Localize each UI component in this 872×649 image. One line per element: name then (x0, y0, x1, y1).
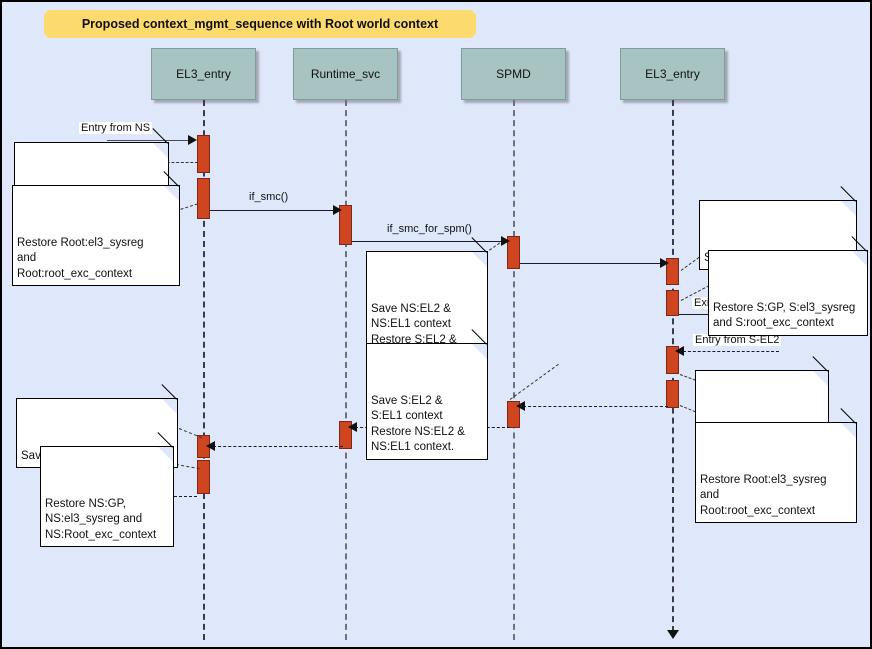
participant-el3-entry-ns[interactable]: EL3_entry (151, 48, 256, 100)
arrowhead-icon (188, 135, 197, 145)
participant-label: SPMD (496, 67, 531, 81)
note-text: Restore Root:el3_sysreg and Root:root_ex… (700, 473, 827, 517)
message-label-if-smc-for-spm: if_smc_for_spm() (387, 223, 472, 235)
diagram-title-banner: Proposed context_mgmt_sequence with Root… (44, 10, 476, 38)
note-fold-line (152, 128, 168, 144)
note-fold-icon (158, 447, 173, 462)
activation-bar (339, 205, 352, 245)
message-label-entry-from-s-el2: Entry from S-EL2 (693, 334, 782, 346)
participant-runtime-svc[interactable]: Runtime_svc (293, 48, 398, 100)
activation-bar (197, 178, 210, 219)
note-fold-line (812, 356, 828, 372)
message-line-entry-from-ns (107, 140, 194, 141)
note-restore-s-gp: Restore S:GP, S:el3_sysreg and S:root_ex… (708, 236, 868, 336)
participant-label: Runtime_svc (310, 67, 381, 81)
activation-bar (507, 236, 520, 269)
diagram-title: Proposed context_mgmt_sequence with Root… (81, 17, 439, 31)
message-label-entry-from-ns: Entry from NS (79, 122, 153, 134)
note-fold-icon (841, 423, 856, 438)
lifeline-el3-entry-ns (203, 100, 205, 640)
activation-bar (197, 135, 210, 173)
note-leader-line (173, 426, 203, 439)
arrowhead-icon (516, 401, 525, 411)
note-text: Save S:EL2 & S:EL1 context Restore NS:EL… (371, 394, 465, 454)
message-line-entry-from-s-el2 (683, 351, 779, 352)
arrowhead-icon (333, 205, 342, 215)
note-fold-icon (813, 371, 828, 386)
arrowhead-icon (660, 258, 669, 268)
participant-spmd[interactable]: SPMD (461, 48, 566, 100)
note-save-s-el2-restore-ns-el2: Save S:EL2 & S:EL1 context Restore NS:EL… (366, 329, 488, 460)
note-fold-line (840, 186, 856, 202)
note-fold-icon (852, 251, 867, 266)
message-label-if-smc: if_smc() (249, 191, 289, 203)
note-restore-ns-gp: Restore NS:GP, NS:el3_sysreg and NS:Root… (40, 432, 174, 547)
note-fold-line (471, 237, 487, 253)
note-restore-root-el3-sysreg-top: Restore Root:el3_sysreg and Root:root_ex… (12, 171, 180, 286)
lifeline-end-arrow-icon (667, 630, 679, 639)
message-line-if-smc (210, 210, 336, 211)
note-fold-line (161, 384, 177, 400)
participant-label: EL3_entry (176, 67, 231, 81)
participant-label: EL3_entry (645, 67, 700, 81)
arrowhead-icon (675, 346, 684, 356)
note-fold-icon (472, 252, 487, 267)
note-text: Restore NS:GP, NS:el3_sysreg and NS:Root… (45, 497, 157, 541)
arrowhead-icon (501, 236, 510, 246)
note-text: Restore S:GP, S:el3_sysreg and S:root_ex… (713, 301, 856, 330)
note-save-ns-el2-restore-s-el2: Save NS:EL2 & NS:EL1 context Restore S:E… (366, 237, 488, 368)
message-line-if-smc-for-spm (352, 241, 504, 242)
note-fold-icon (162, 399, 177, 414)
note-fold-icon (153, 143, 168, 158)
note-leader-line (509, 363, 559, 400)
note-fold-icon (472, 344, 487, 359)
activation-bar (666, 258, 679, 285)
participant-el3-entry-s[interactable]: EL3_entry (620, 48, 725, 100)
message-line-return-to-el3-entry-ns (213, 446, 343, 447)
note-leader-line (162, 162, 198, 163)
arrowhead-icon (348, 422, 357, 432)
activation-bar (666, 290, 679, 316)
arrowhead-icon (206, 441, 215, 451)
lifeline-spmd (513, 100, 515, 640)
note-fold-icon (164, 186, 179, 201)
activation-bar (666, 380, 679, 408)
activation-bar (197, 460, 210, 494)
message-line-spmd-to-el3-entry-s (520, 263, 663, 264)
lifeline-runtime-svc (345, 100, 347, 640)
note-fold-icon (841, 201, 856, 216)
note-text: Restore Root:el3_sysreg and Root:root_ex… (17, 236, 144, 280)
note-restore-root-el3-sysreg-bottom: Restore Root:el3_sysreg and Root:root_ex… (695, 408, 857, 523)
message-line-return-to-spmd (523, 406, 668, 407)
note-fold-line (840, 408, 856, 424)
